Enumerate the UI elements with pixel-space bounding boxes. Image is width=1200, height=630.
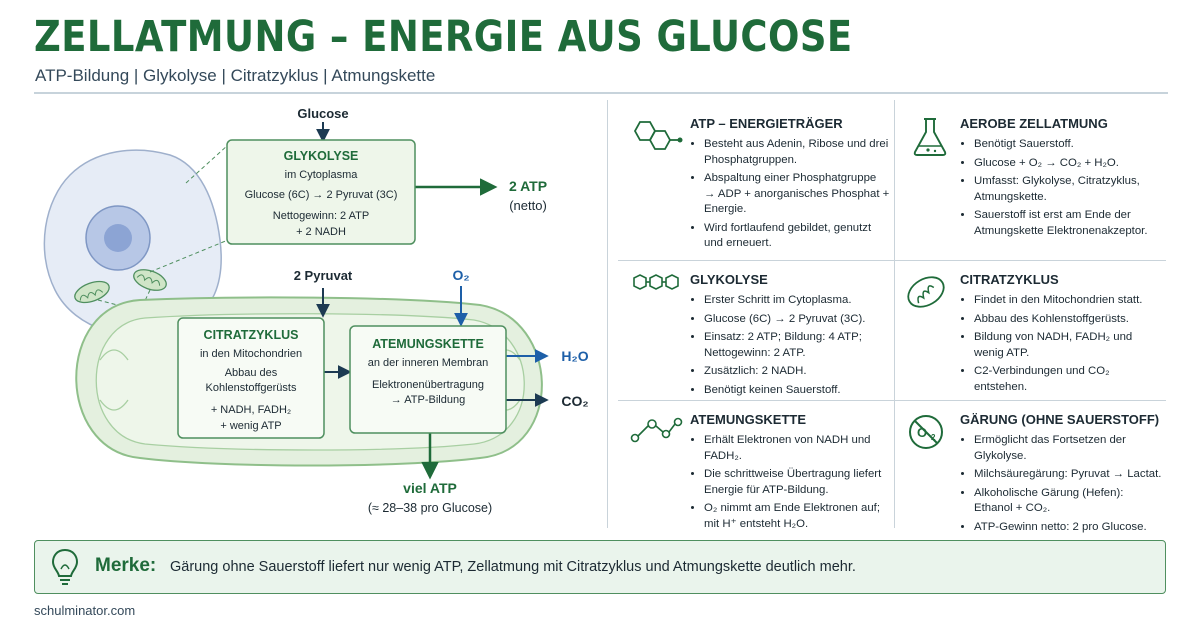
atmungskette-location: an der inneren Membran: [368, 357, 488, 369]
card-atmung-item: O₂ nimmt am Ende Elektronen auf; mit H⁺ …: [704, 501, 890, 532]
citratzyklus-line3: + NADH, FADH₂: [211, 404, 291, 416]
result-label: viel ATP: [403, 480, 457, 496]
svg-text:O: O: [917, 425, 927, 440]
page-title: ZELLATMUNG – ENERGIE AUS GLUCOSE: [34, 12, 853, 62]
card-atp-item: Wird fortlaufend gebildet, genutzt und e…: [704, 221, 890, 252]
card-glykolyse-title: GLYKOLYSE: [690, 272, 768, 287]
header-divider: [34, 92, 1168, 94]
card-glykolyse-item: Benötigt keinen Sauerstoff.: [704, 383, 890, 399]
card-glykolyse-item: Glucose (6C) → 2 Pyruvat (3C).: [704, 312, 890, 328]
merke-box: Merke: Gärung ohne Sauerstoff liefert nu…: [34, 540, 1166, 594]
cell-respiration-diagram: Glucose GLYKOLYSE im Cytoplasma Glucose …: [43, 106, 589, 515]
atp-out-note: (netto): [509, 198, 547, 213]
cell-mitochondrion-2: [133, 269, 167, 291]
atmungskette-line1: Elektronenübertragung: [372, 379, 484, 391]
h2o-label: H₂O: [561, 348, 588, 364]
card-citrat-item: Bildung von NADH, FADH₂ und wenig ATP.: [974, 330, 1165, 361]
atmungskette-title: ATEMUNGSKETTE: [372, 337, 484, 351]
card-atp: ATP – ENERGIETRÄGER Besteht aus Adenin, …: [633, 116, 890, 255]
card-gaerung-item: Milchsäuregärung: Pyruvat → Lactat.: [974, 467, 1165, 483]
card-gaerung-item: Alkoholische Gärung (Hefen): Ethanol + C…: [974, 486, 1165, 517]
no-oxygen-icon: O 2: [909, 415, 943, 449]
atmungskette-box: [349, 325, 507, 434]
card-atp-item: Abspaltung einer Phosphatgruppe → ADP + …: [704, 171, 890, 218]
card-citrat-item: C2-Verbindungen und CO₂ entstehen.: [974, 364, 1165, 395]
column-divider-middle: [894, 100, 895, 528]
card-glykolyse-item: Zusätzlich: 2 NADH.: [704, 364, 890, 380]
card-atmung-item: Erhält Elektronen von NADH und FADH₂.: [704, 433, 890, 464]
row-divider-1: [618, 260, 1166, 261]
glykolyse-reaction: Glucose (6C) → 2 Pyruvat (3C): [245, 189, 398, 201]
card-atmung-item: Die schrittweise Übertragung liefert Ene…: [704, 467, 890, 498]
card-citrat-item: Findet in den Mitochondrien statt.: [974, 293, 1165, 309]
citratzyklus-location: in den Mitochondrien: [200, 348, 302, 360]
card-atmung: ATEMUNGSKETTE Erhält Elektronen von NADH…: [630, 412, 890, 535]
cell-illustration: [43, 144, 229, 381]
merke-label: Merke:: [95, 555, 157, 576]
cell-mitochondrion-1: [74, 280, 110, 304]
citratzyklus-line1: Abbau des: [225, 367, 278, 379]
molecule-chain-icon: [633, 274, 679, 290]
card-aerobe-item: Glucose + O₂ → CO₂ + H₂O.: [974, 156, 1165, 172]
card-gaerung: O 2 GÄRUNG (OHNE SAUERSTOFF) Ermöglicht …: [909, 412, 1165, 538]
card-gaerung-item: Ermöglicht das Fortsetzen der Glykolyse.: [974, 433, 1165, 464]
card-atp-item: Besteht aus Adenin, Ribose und drei Phos…: [704, 137, 890, 168]
card-glykolyse-item: Erster Schritt im Cytoplasma.: [704, 293, 890, 309]
o2-label: O₂: [452, 267, 469, 283]
citratzyklus-title: CITRATZYKLUS: [204, 328, 299, 342]
card-citrat-title: CITRATZYKLUS: [960, 272, 1059, 287]
card-citrat-item: Abbau des Kohlenstoffgerüsts.: [974, 312, 1165, 328]
svg-text:2: 2: [931, 433, 936, 442]
card-aerobe: AEROBE ZELLATMUNG Benötigt Sauerstoff. G…: [913, 116, 1165, 242]
card-aerobe-title: AEROBE ZELLATMUNG: [960, 116, 1108, 131]
card-glykolyse: GLYKOLYSE Erster Schritt im Cytoplasma. …: [633, 272, 890, 401]
glykolyse-box: [226, 139, 416, 245]
card-citrat: CITRATZYKLUS Findet in den Mitochondrien…: [907, 272, 1165, 398]
atp-out-label: 2 ATP: [509, 178, 547, 194]
citratzyklus-line2: Kohlenstoffgerüsts: [206, 382, 297, 394]
citratzyklus-line4: + wenig ATP: [220, 420, 281, 432]
flask-icon: [913, 118, 947, 156]
card-aerobe-item: Benötigt Sauerstoff.: [974, 137, 1165, 153]
card-atmung-title: ATEMUNGSKETTE: [690, 412, 807, 427]
column-divider-left: [607, 100, 608, 528]
merke-text: Gärung ohne Sauerstoff liefert nur wenig…: [170, 559, 856, 575]
result-note: (≈ 28–38 pro Glucose): [368, 501, 492, 515]
atp-molecule-icon: [633, 121, 683, 150]
mitochondrion-icon: [907, 276, 945, 308]
citratzyklus-box: [177, 317, 325, 439]
glykolyse-location: im Cytoplasma: [285, 169, 359, 181]
electron-chain-icon: [630, 417, 683, 443]
glucose-label: Glucose: [297, 106, 348, 121]
row-divider-2: [618, 400, 1166, 401]
co2-label: CO₂: [561, 393, 588, 409]
card-glykolyse-item: Einsatz: 2 ATP; Bildung: 4 ATP; Nettogew…: [704, 330, 890, 361]
glykolyse-gain-1: Nettogewinn: 2 ATP: [273, 210, 369, 222]
page-subtitle: ATP-Bildung | Glykolyse | Citratzyklus |…: [35, 66, 436, 85]
glykolyse-gain-2: + 2 NADH: [296, 226, 346, 238]
pyruvat-label: 2 Pyruvat: [294, 268, 353, 283]
atmungskette-line2: → ATP-Bildung: [391, 394, 465, 406]
glykolyse-title: GLYKOLYSE: [284, 149, 359, 163]
card-gaerung-item: ATP-Gewinn netto: 2 pro Glucose.: [974, 520, 1165, 536]
card-aerobe-item: Sauerstoff ist erst am Ende der Atmungsk…: [974, 208, 1165, 239]
card-atp-title: ATP – ENERGIETRÄGER: [690, 116, 843, 131]
card-gaerung-title: GÄRUNG (OHNE SAUERSTOFF): [960, 412, 1160, 427]
lightbulb-icon: [51, 548, 79, 585]
footer-source: schulminator.com: [34, 603, 136, 618]
card-aerobe-item: Umfasst: Glykolyse, Citratzyklus, Atmung…: [974, 174, 1165, 205]
